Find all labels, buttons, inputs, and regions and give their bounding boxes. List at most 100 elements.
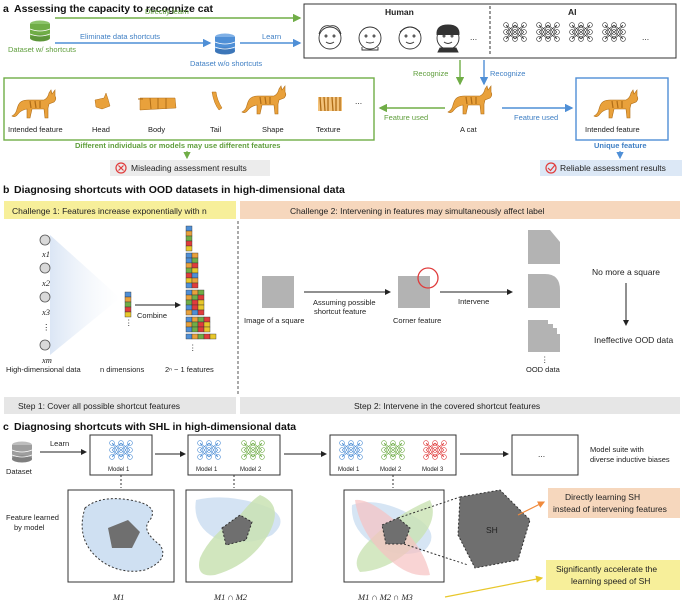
accelerate-box bbox=[546, 560, 680, 590]
feature-combination-stack bbox=[185, 225, 217, 340]
zoom-lines bbox=[397, 496, 469, 566]
model3-label: Model 3 bbox=[422, 467, 444, 473]
model1-net-icon-c bbox=[339, 440, 363, 460]
m3-shortcut-region bbox=[381, 517, 411, 545]
dimension-node bbox=[39, 291, 51, 303]
dimension-node bbox=[39, 262, 51, 274]
ood-ellipsis: ⋮ bbox=[541, 355, 549, 364]
x-vertical-ellipsis: ⋮ bbox=[42, 322, 51, 332]
model1-label-c: Model 1 bbox=[338, 467, 360, 473]
misleading-text: Misleading assessment results bbox=[131, 163, 247, 173]
section-b-title: Diagnosing shortcuts with OOD datasets i… bbox=[14, 184, 345, 196]
eliminate-label: Eliminate data shortcuts bbox=[80, 32, 160, 41]
model1-net-icon bbox=[109, 440, 133, 460]
ineffective-text: Ineffective OOD data bbox=[594, 335, 673, 345]
ood-data-label: OOD data bbox=[526, 365, 561, 374]
n-dims-label: n dimensions bbox=[100, 365, 144, 374]
human-faces bbox=[318, 24, 460, 53]
section-c-letter: c bbox=[3, 421, 9, 433]
model2-net-icon bbox=[241, 440, 265, 460]
dimension-nodes bbox=[39, 234, 51, 351]
reliable-box bbox=[540, 160, 682, 176]
square-image bbox=[262, 276, 294, 308]
dataset-shortcuts-label: Dataset w/ shortcuts bbox=[8, 45, 76, 54]
feature-label-shape: Shape bbox=[262, 125, 284, 134]
feature-label-texture: Texture bbox=[316, 125, 341, 134]
no-more-square-text: No more a square bbox=[592, 267, 660, 277]
x1-label: x1 bbox=[41, 249, 50, 259]
ood-sample-chamfer bbox=[528, 230, 560, 264]
accelerate-line2: learning speed of SH bbox=[571, 576, 650, 586]
recognize-right-label: Recognize bbox=[490, 69, 525, 78]
feature-learned-line1: Feature learned bbox=[6, 513, 59, 522]
dimension-node bbox=[39, 339, 51, 351]
model1-net-icon-b bbox=[197, 440, 221, 460]
section-a-title: Assessing the capacity to recognize cat bbox=[14, 3, 213, 15]
neural-net-icon bbox=[503, 22, 527, 42]
cross-icon bbox=[115, 162, 127, 174]
dataset-icon bbox=[11, 441, 33, 463]
database-shortcuts-icon bbox=[29, 20, 51, 42]
m1m2-shortcut-region bbox=[221, 514, 253, 546]
directly-learning-box bbox=[548, 488, 680, 518]
model3-net-icon bbox=[423, 440, 447, 460]
features-ellipsis: ... bbox=[355, 96, 362, 106]
corner-square bbox=[398, 276, 430, 308]
feature-label-body: Body bbox=[148, 125, 165, 134]
intervene-label: Intervene bbox=[458, 297, 489, 306]
ood-sample-stepped bbox=[528, 320, 560, 352]
features-box bbox=[3, 77, 375, 141]
challenge2-banner bbox=[240, 201, 680, 219]
model2-label: Model 2 bbox=[240, 467, 262, 473]
neural-net-icon bbox=[536, 22, 560, 42]
combine-label: Combine bbox=[137, 311, 167, 320]
feature-used-right-label: Feature used bbox=[514, 113, 558, 122]
x3-label: x3 bbox=[41, 307, 50, 317]
ood-sample-rounded bbox=[528, 274, 560, 308]
m1m2-label: M1 ∩ M2 bbox=[213, 592, 248, 602]
directly-line2: instead of intervening features bbox=[553, 504, 667, 514]
suite-line1: Model suite with bbox=[590, 445, 644, 454]
cat-tail-icon bbox=[211, 91, 223, 111]
model1-label-b: Model 1 bbox=[196, 467, 218, 473]
m1-shortcut-region bbox=[108, 520, 140, 548]
suite-line2: diverse inductive biases bbox=[590, 455, 670, 464]
step2-text: Step 2: Intervene in the covered shortcu… bbox=[354, 401, 540, 411]
unique-feature-text: Unique feature bbox=[594, 141, 647, 150]
intended-feature-right-label: Intended feature bbox=[585, 125, 640, 134]
challenge2-text: Challenge 2: Intervening in features may… bbox=[290, 206, 545, 216]
orange-arrow bbox=[517, 501, 546, 516]
corner-highlight-circle bbox=[417, 267, 439, 289]
human-face-icon bbox=[398, 26, 422, 50]
fan-shape bbox=[50, 235, 120, 355]
different-features-text: Different individuals or models may use … bbox=[75, 141, 280, 150]
step1-text: Step 1: Cover all possible shortcut feat… bbox=[18, 401, 180, 411]
model1-label: Model 1 bbox=[108, 467, 130, 473]
challenge1-text: Challenge 1: Features increase exponenti… bbox=[12, 206, 207, 216]
model2-net-icon-b bbox=[381, 440, 405, 460]
neural-net-icon bbox=[569, 22, 593, 42]
check-icon-mark bbox=[547, 164, 556, 172]
model-box-2 bbox=[187, 434, 281, 476]
dataset-clean-label: Dataset w/o shortcuts bbox=[190, 59, 262, 68]
check-icon bbox=[545, 162, 557, 174]
neural-net-icon bbox=[602, 22, 626, 42]
model-box-4 bbox=[511, 434, 579, 476]
x2-label: x2 bbox=[41, 278, 51, 288]
recognize-left-label: Recognize bbox=[413, 69, 448, 78]
section-c-title: Diagnosing shortcuts with SHL in high-di… bbox=[14, 421, 296, 433]
corner-feature-label: Corner feature bbox=[393, 316, 441, 325]
step1-banner bbox=[4, 397, 236, 414]
feature-label-intended: Intended feature bbox=[8, 125, 63, 134]
n-dimension-stack bbox=[124, 291, 132, 318]
step2-banner bbox=[240, 397, 680, 414]
human-face-icon bbox=[358, 26, 382, 51]
section-b-letter: b bbox=[3, 184, 9, 196]
a-cat-label: A cat bbox=[460, 125, 478, 134]
human-face-icon bbox=[318, 25, 342, 50]
sh-label: SH bbox=[486, 525, 498, 535]
image-square-label: Image of a square bbox=[244, 316, 304, 325]
human-label: Human bbox=[385, 7, 414, 17]
